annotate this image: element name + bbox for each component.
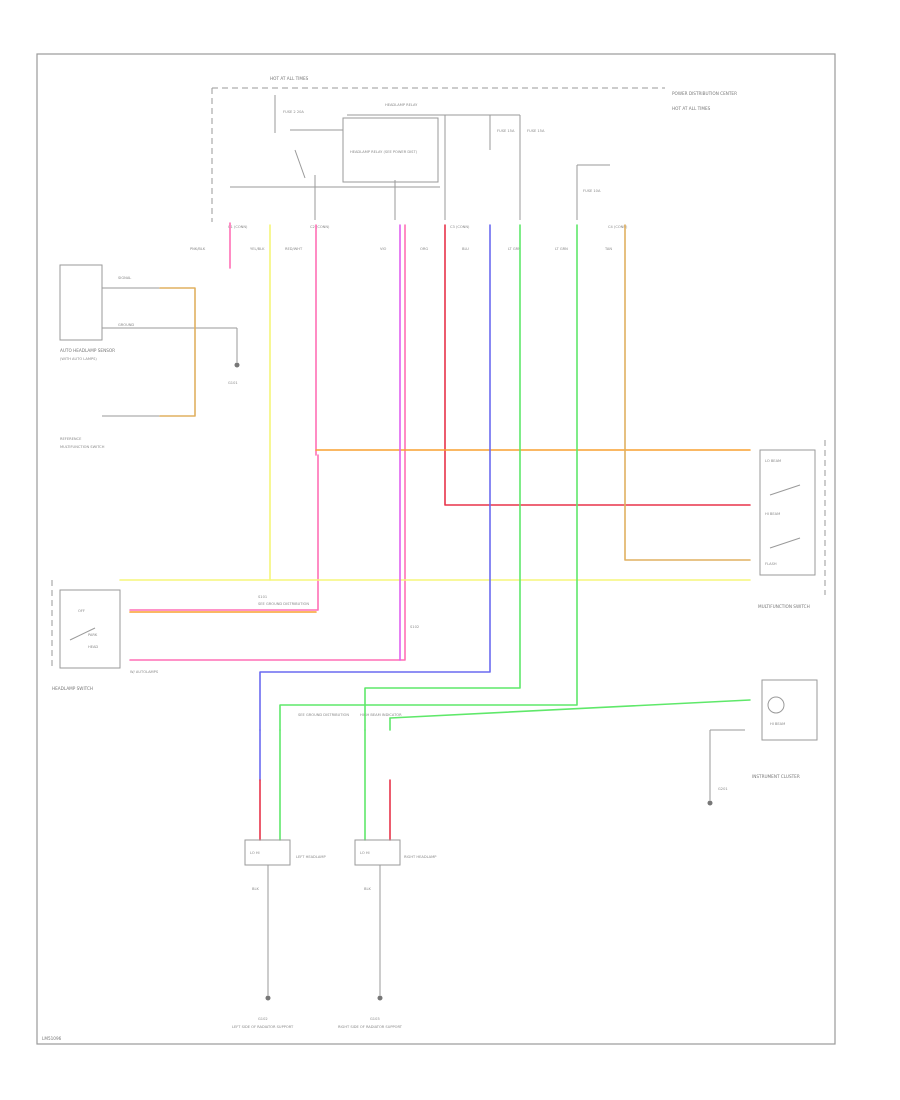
splice-left-note: SEE GROUND DISTRIBUTION [258,602,309,606]
wire-label-orange: ORG [420,247,428,251]
hot-at-all-times-label: HOT AT ALL TIMES [270,76,309,81]
right-headlamp: RIGHT HEADLAMP LO HI BLK G103 RIGHT SIDE… [338,839,437,1029]
wire-green-1 [364,224,521,731]
connector-c2: C2 (CONN) [310,225,330,229]
wire-tan-sensor [159,287,196,417]
left-headlamp-label: LEFT HEADLAMP [296,855,326,859]
wire-green-2 [279,224,578,731]
mfs-lo-label: LO BEAM [765,459,781,463]
left-lamp-wire: BLK [252,887,259,891]
ground-r-lamp-symbol [377,995,383,1001]
wire-label-blue: BLU [462,247,469,251]
ground-cluster-symbol [707,800,713,806]
wire-label-violet: VIO [380,247,387,251]
connector-c1: C1 (CONN) [228,225,248,229]
headlamp-relay-note: HEADLAMP RELAY (SEE POWER DIST) [350,150,418,154]
fuse-mid-label: FUSE 10A [583,189,601,193]
wire-label-red: RED/WHT [285,247,303,251]
wire-pink-down [129,454,319,611]
connector-row: C1 (CONN) C2 (CONN) C3 (CONN) C4 (CONN) … [190,225,628,251]
wire-pink-low [129,224,406,661]
wire-label-green-2: LT GRN [555,247,568,251]
fuse-top-label: FUSE 2 20A [283,110,304,114]
connector-c4: C4 (CONN) [608,225,628,229]
instrument-cluster: HI BEAM G201 INSTRUMENT CLUSTER [707,679,818,806]
left-headlamp: LEFT HEADLAMP LO HI BLK G102 LEFT SIDE O… [232,839,326,1029]
mfs-flash-label: FLASH [765,562,777,566]
ground-l-lamp-symbol [265,995,271,1001]
connector-c3: C3 (CONN) [450,225,470,229]
power-dist-label: POWER DISTRIBUTION CENTER [672,91,737,96]
wire-blue [259,224,491,731]
ground-l-lamp-label: G102 [258,1017,268,1021]
footer-code: LM51096 [42,1036,62,1041]
splice-mid-note: SEE GROUND DISTRIBUTION [298,713,349,717]
indicator-label: HIGH BEAM INDICATOR [360,713,402,717]
splice-left-label: S101 [258,595,267,599]
right-lamp-wire: BLK [364,887,371,891]
headlamp-relay-label: HEADLAMP RELAY [385,103,418,107]
diagram-frame [36,53,836,1045]
right-headlamp-label: RIGHT HEADLAMP [404,855,437,859]
mfs-hi-label: HI BEAM [765,512,780,516]
ground-left-symbol [234,362,240,368]
lamp-leads [259,729,391,841]
splice-mid-label: S102 [410,625,419,629]
wire-label-yellow: YEL/BLK [250,247,265,251]
sensor-note: (WITH AUTO LAMPS) [60,357,97,361]
wire-label-green: LT GRN [508,247,521,251]
cluster-hi-label: HI BEAM [770,722,785,726]
sensor-block-note: MULTIFUNCTION SWITCH [60,445,105,449]
sensor-signal-label: SIGNAL [118,276,131,280]
instrument-cluster-label: INSTRUMENT CLUSTER [752,774,800,779]
wire-green-cluster [389,699,751,719]
wire-label-pink: PNK/BLK [190,247,206,251]
sensor-ground-label: GROUND [118,323,134,327]
headlamp-switch: OFF PARK HEAD HEADLAMP SWITCH W/ AUTOLAM… [51,580,159,691]
fuse-right-hi-label: FUSE 15A [527,129,545,133]
right-lamp-lohi: LO HI [360,851,370,855]
ground-cluster-label: G201 [718,787,728,791]
headlamp-switch-off: OFF [78,609,85,613]
headlamp-switch-park: PARK [88,633,98,637]
multifunction-switch: LO BEAM HI BEAM FLASH MULTIFUNCTION SWIT… [758,440,826,609]
auto-headlamp-sensor: SIGNAL GROUND AUTO HEADLAMP SENSOR (WITH… [59,264,240,449]
autolamp-note: W/ AUTOLAMPS [130,670,159,674]
hot-right-label: HOT AT ALL TIMES [672,106,711,111]
wire-red [444,224,751,506]
left-lamp-lohi: LO HI [250,851,260,855]
auto-headlamp-sensor-label: AUTO HEADLAMP SENSOR [60,348,115,353]
ground-r-note: RIGHT SIDE OF RADIATOR SUPPORT [338,1025,403,1029]
ground-left-label: G101 [228,381,238,385]
wire-tan [624,224,751,561]
fuse-left-hi-label: FUSE 15A [497,129,515,133]
power-distribution-block: HOT AT ALL TIMES FUSE 2 20A HEADLAMP REL… [211,76,737,222]
headlamp-switch-label: HEADLAMP SWITCH [52,686,93,691]
mfs-label: MULTIFUNCTION SWITCH [758,604,810,609]
headlamp-switch-head: HEAD [88,645,98,649]
ground-l-note: LEFT SIDE OF RADIATOR SUPPORT [232,1025,294,1029]
sensor-ref-label: REFERENCE [60,437,82,441]
ground-r-lamp-label: G103 [370,1017,380,1021]
wire-label-tan: TAN [604,247,612,251]
